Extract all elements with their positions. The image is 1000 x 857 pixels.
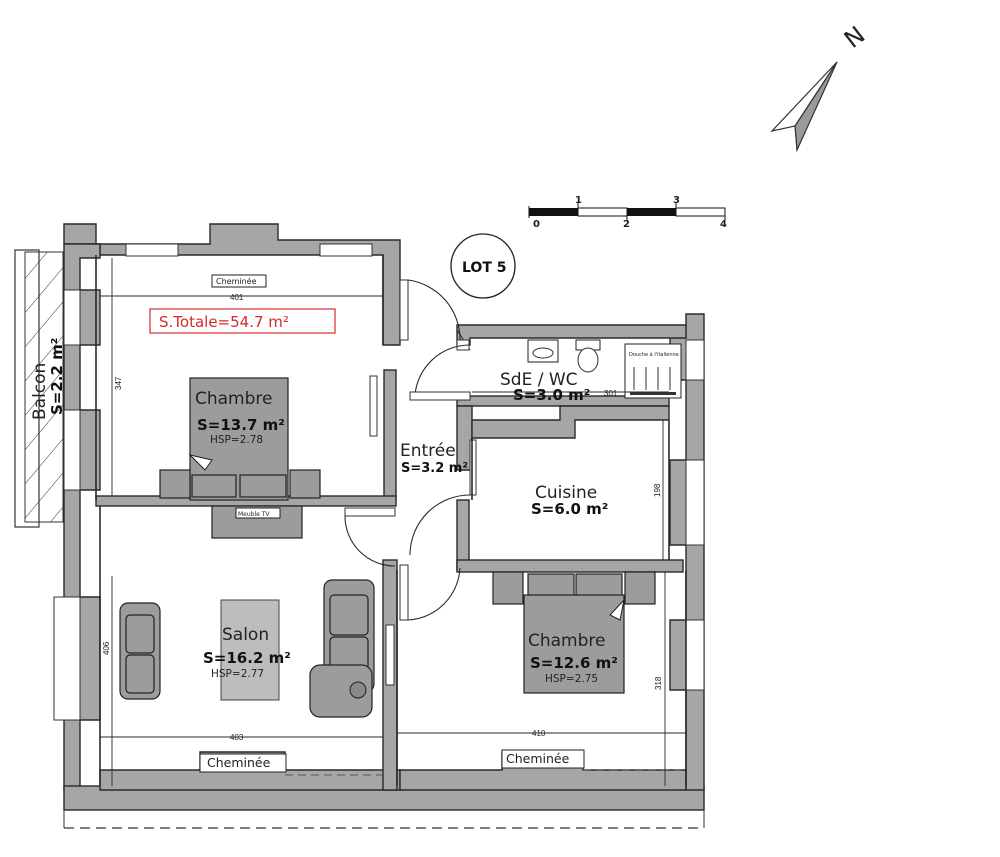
dim-401: 401 [230, 293, 244, 302]
sofa-left [119, 602, 161, 700]
scale-tick-1: 1 [575, 195, 582, 206]
balcon-area: S=2.2 m² [48, 338, 66, 415]
sink-icon [527, 339, 559, 363]
dim-198: 198 [653, 483, 662, 497]
windows [53, 243, 705, 721]
sde-wc-name: SdE / WC [500, 370, 578, 390]
bed-chambre2 [492, 571, 656, 694]
lot-label: LOT 5 [462, 260, 507, 276]
salon-area: S=16.2 m² [203, 649, 291, 667]
cheminee-top-box [211, 274, 267, 288]
north-arrow-icon [770, 61, 838, 153]
dimension-lines [99, 258, 686, 786]
scale-tick-3: 3 [673, 195, 680, 206]
entree-name: Entrée [400, 441, 456, 461]
scale-tick-4: 4 [720, 219, 727, 230]
scale-bar [528, 202, 726, 220]
chambre1-area: S=13.7 m² [197, 416, 285, 434]
lot-badge [450, 233, 516, 299]
cheminee-top-label: Cheminée [216, 276, 257, 286]
dim-410: 410 [532, 729, 546, 738]
cuisine-name: Cuisine [535, 483, 597, 503]
cheminee-salon-label: Cheminée [207, 755, 271, 770]
meuble-tv-label: Meuble TV [238, 511, 270, 518]
chambre1-name: Chambre [195, 389, 273, 409]
coffee-table [220, 599, 280, 701]
salon-name: Salon [222, 625, 269, 645]
entree-area: S=3.2 m² [401, 461, 468, 476]
dim-403: 403 [230, 733, 244, 742]
balcon-name: Balcon [30, 363, 50, 420]
cuisine-area: S=6.0 m² [531, 500, 608, 518]
armchair-icon [309, 664, 373, 718]
toilet-icon [575, 339, 601, 373]
chambre2-hsp: HSP=2.75 [545, 673, 598, 685]
cheminee-salon-box [199, 753, 287, 773]
sofa-right [323, 579, 375, 693]
dim-347: 347 [114, 376, 123, 390]
scale-tick-2: 2 [623, 219, 630, 230]
dim-406: 406 [102, 641, 111, 655]
tv-unit-label-box [235, 507, 281, 519]
doors [344, 279, 477, 686]
chambre2-name: Chambre [528, 631, 606, 651]
dim-301: 301 [604, 389, 618, 398]
chambre2-area: S=12.6 m² [530, 654, 618, 672]
shower-icon [624, 343, 682, 399]
salon-hsp: HSP=2.77 [211, 668, 264, 680]
chambre1-hsp: HSP=2.78 [210, 434, 263, 446]
douche-label: Douche à l'italienne [629, 351, 679, 358]
surface-totale: S.Totale=54.7 m² [159, 313, 289, 331]
sde-wc-area: S=3.0 m² [513, 386, 590, 404]
dim-318: 318 [654, 676, 663, 690]
cheminee-chambre2-box [501, 749, 585, 769]
balcony [14, 249, 64, 528]
scale-tick-0: 0 [533, 219, 540, 230]
tv-unit [211, 505, 303, 539]
bed-chambre1 [159, 377, 321, 501]
surface-totale-box [149, 308, 336, 334]
compass-letter: N [839, 21, 870, 54]
cheminee-chambre2-label: Cheminée [506, 751, 570, 766]
